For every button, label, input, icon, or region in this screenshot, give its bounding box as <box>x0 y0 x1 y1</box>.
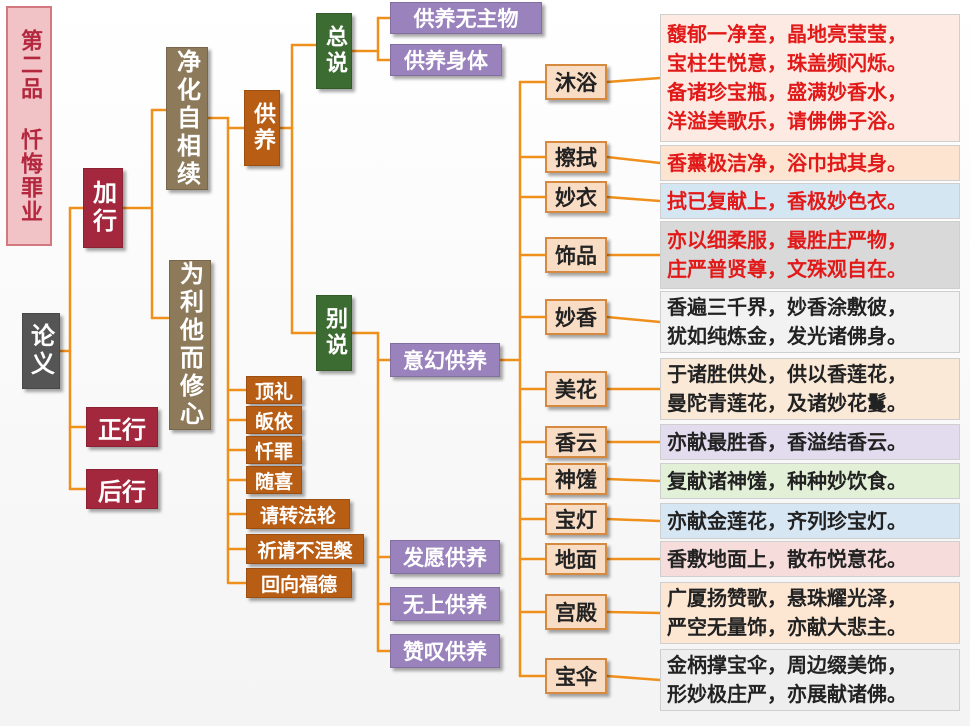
practice-2: 忏罪 <box>246 436 302 464</box>
offering-label-9: 地面 <box>545 543 607 575</box>
verse-line: 亦献最胜香，香溢结香云。 <box>667 429 907 454</box>
practice-3: 随喜 <box>246 466 302 494</box>
verse-line: 香遍三千界，妙香涂敷彼， <box>667 295 907 319</box>
offering-verse: 香敷地面上，散布悦意花。 <box>660 541 960 577</box>
verse-line: 严空无量饰，亦献大悲主。 <box>667 615 907 639</box>
verse-line: 洋溢美歌乐，请佛佛子浴。 <box>667 109 907 133</box>
offering-label-0: 沐浴 <box>545 64 607 100</box>
offering-verse: 馥郁一净室，晶地亮莹莹， 宝柱生悦意，珠盖频闪烁。备诸珍宝瓶，盛满妙香水， 洋溢美歌… <box>660 14 960 142</box>
offering-verse: 拭已复献上，香极妙色衣。 <box>660 183 960 219</box>
offering-label-4: 妙香 <box>545 299 607 335</box>
offering-label-5: 美花 <box>545 371 607 407</box>
offering-verse: 亦以细柔服，最胜庄严物， 庄严普贤尊，文殊观自在。 <box>660 221 960 289</box>
practice-1: 皈依 <box>246 406 302 434</box>
offering-verse: 金柄撑宝伞，周边缀美饰， 形妙极庄严，亦展献诸佛。 <box>660 649 960 711</box>
offering-label-8: 宝灯 <box>545 503 607 535</box>
verse-line: 拭已复献上，香极妙色衣。 <box>667 188 907 213</box>
node-houxing: 后行 <box>86 469 158 509</box>
verse-line: 曼陀青莲花，及诸妙花鬘。 <box>667 391 907 415</box>
practice-0: 顶礼 <box>246 376 302 404</box>
offering-label-11: 宝伞 <box>545 658 607 694</box>
offering-label-1: 擦拭 <box>545 141 607 173</box>
verse-line: 香薰极洁净，浴巾拭其身。 <box>667 150 907 175</box>
offering-label-10: 宫殿 <box>545 594 607 630</box>
verse-line: 亦以细柔服，最胜庄严物， <box>667 228 907 252</box>
node-jiaxing: 加行 <box>83 168 123 248</box>
node-bieshuo: 别说 <box>316 295 352 371</box>
node-wushang: 无上供养 <box>390 587 500 621</box>
node-zongshuo: 总说 <box>316 13 352 89</box>
verse-line: 亦献金莲花，齐列珍宝灯。 <box>667 508 907 533</box>
node-fayuan: 发愿供养 <box>390 540 500 574</box>
offering-verse: 亦献金莲花，齐列珍宝灯。 <box>660 503 960 539</box>
verse-line: 馥郁一净室，晶地亮莹莹， <box>667 22 907 46</box>
offering-verse: 亦献最胜香，香溢结香云。 <box>660 424 960 460</box>
offering-verse: 复献诸神馐，种种妙饮食。 <box>660 463 960 499</box>
node-zantan: 赞叹供养 <box>390 634 500 668</box>
node-gongyang: 供养 <box>244 90 280 166</box>
root-node: 论义 <box>22 313 60 389</box>
verse-line: 形妙极庄严，亦展献诸佛。 <box>667 682 907 706</box>
offering-verse: 香薰极洁净，浴巾拭其身。 <box>660 145 960 181</box>
node-weili: 为利他而修心 <box>169 260 211 430</box>
practice-5: 祈请不涅槃 <box>246 534 364 564</box>
offering-label-6: 香云 <box>545 426 607 458</box>
chapter-title: 第二品 忏悔罪业 <box>6 6 52 246</box>
verse-line: 庄严普贤尊，文殊观自在。 <box>667 257 907 281</box>
verse-line: 于诸胜供处，供以香莲花， <box>667 362 907 386</box>
practice-6: 回向福德 <box>246 568 352 598</box>
verse-line: 金柄撑宝伞，周边缀美饰， <box>667 653 907 677</box>
node-zhengxing: 正行 <box>86 407 158 447</box>
offering-label-7: 神馐 <box>545 463 607 495</box>
node-yihuan: 意幻供养 <box>390 343 500 377</box>
offering-verse: 广厦扬赞歌，悬珠耀光泽， 严空无量饰，亦献大悲主。 <box>660 582 960 644</box>
offering-label-2: 妙衣 <box>545 181 607 213</box>
node-jinghua: 净化自相续 <box>166 47 208 190</box>
verse-line: 犹如纯炼金，发光诸佛身。 <box>667 324 907 348</box>
node-shenti: 供养身体 <box>390 44 502 76</box>
node-wuzhu: 供养无主物 <box>390 2 542 34</box>
offering-verse: 于诸胜供处，供以香莲花， 曼陀青莲花，及诸妙花鬘。 <box>660 358 960 420</box>
offering-verse: 香遍三千界，妙香涂敷彼， 犹如纯炼金，发光诸佛身。 <box>660 291 960 353</box>
verse-line: 复献诸神馐，种种妙饮食。 <box>667 468 907 493</box>
verse-line: 宝柱生悦意，珠盖频闪烁。 <box>667 51 907 75</box>
verse-line: 广厦扬赞歌，悬珠耀光泽， <box>667 586 907 610</box>
offering-label-3: 饰品 <box>545 237 607 273</box>
verse-line: 备诸珍宝瓶，盛满妙香水， <box>667 80 907 104</box>
practice-4: 请转法轮 <box>246 499 350 529</box>
verse-line: 香敷地面上，散布悦意花。 <box>667 546 907 571</box>
